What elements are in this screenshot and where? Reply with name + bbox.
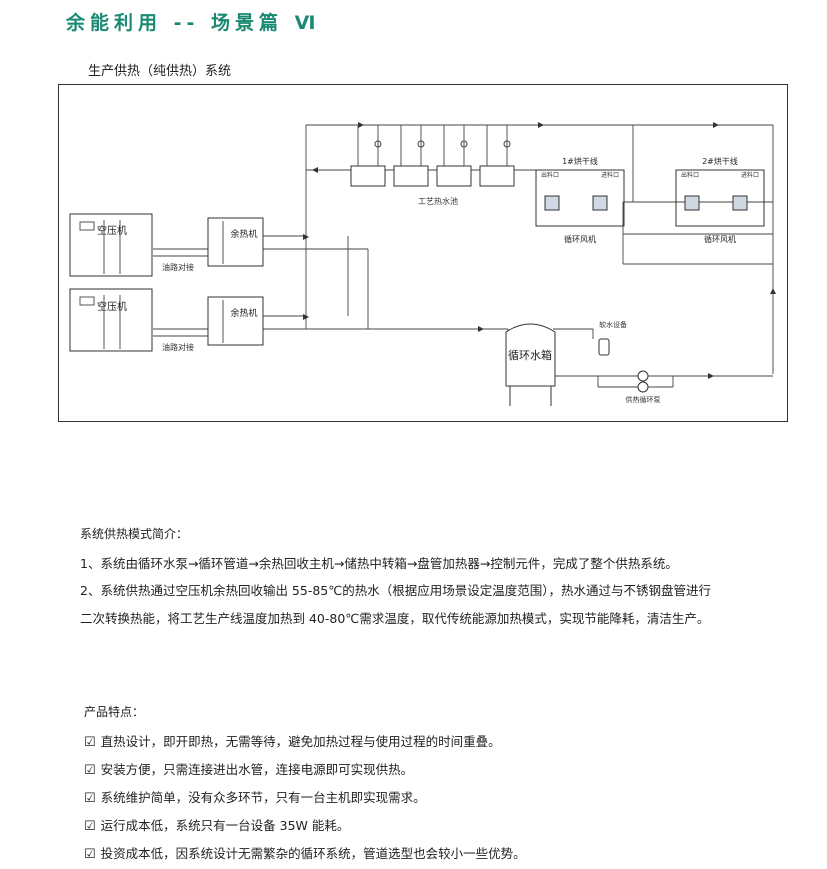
pipe-network: [153, 124, 774, 388]
intro-line-1: 1、系统由循环水泵→循环管道→余热回收主机→储热中转箱→盘管加热器→控制元件，完…: [80, 556, 678, 571]
dryer1-label: 1#烘干线: [562, 156, 598, 166]
checkbox-icon: ☑: [84, 763, 96, 778]
heating-system-diagram: 空压机 空压机 余热机 余热机 油路对接 油路对接 工艺热: [58, 84, 788, 422]
dryer2-fan-label: 循环风机: [704, 234, 736, 244]
oil-connection-label-2: 油路对接: [162, 342, 194, 352]
svg-text:空压机: 空压机: [97, 224, 127, 237]
feature-item-5: ☑投资成本低，因系统设计无需繁杂的循环系统，管道选型也会较小一些优势。: [84, 846, 526, 862]
feature-item-3: ☑系统维护简单，没有众多环节，只有一台主机即实现需求。: [84, 790, 426, 806]
intro-line-3: 二次转换热能，将工艺生产线温度加热到 40-80℃需求温度，取代传统能源加热模式…: [80, 611, 710, 626]
flow-arrows: [303, 122, 776, 379]
circulation-pumps: [637, 370, 649, 393]
dryer1-outlet-label: 出料口: [541, 171, 559, 179]
intro-heading: 系统供热模式简介：: [80, 527, 189, 541]
dryer-line-1: 1#烘干线 出料口 进料口 循环风机: [535, 156, 625, 244]
dryer-line-2: 2#烘干线 出料口 进料口 循环风机: [675, 156, 765, 244]
dryer1-fan-label: 循环风机: [564, 234, 596, 244]
svg-text:余热机: 余热机: [230, 307, 257, 319]
water-softener: 软水设备: [598, 320, 627, 356]
process-pool-label: 工艺热水池: [418, 196, 458, 206]
process-pools: [350, 165, 515, 187]
air-compressor-2: 空压机: [69, 288, 153, 352]
dryer2-label: 2#烘干线: [702, 156, 738, 166]
svg-text:空压机: 空压机: [97, 300, 127, 313]
page-title: 余能利用 -- 场景篇 Ⅵ: [66, 12, 321, 34]
dryer2-inlet-label: 进料口: [741, 171, 759, 179]
circulation-tank: 循环水箱: [505, 323, 556, 406]
features-heading: 产品特点：: [84, 705, 145, 719]
heat-recovery-label-2: 余热机: [230, 307, 257, 319]
diagram-frame: [58, 84, 788, 422]
pump-label: 供热循环泵: [626, 395, 661, 404]
intro-line-2: 2、系统供热通过空压机余热回收输出 55-85℃的热水（根据应用场景设定温度范围…: [80, 583, 712, 598]
heat-recovery-unit-1: 余热机: [207, 217, 264, 267]
checkbox-icon: ☑: [84, 847, 96, 862]
checkbox-icon: ☑: [84, 791, 96, 806]
pool-valves: [374, 140, 511, 148]
heat-recovery-unit-2: 余热机: [207, 296, 264, 346]
compressor-label-2: 空压机: [97, 300, 127, 313]
oil-connection-label-1: 油路对接: [162, 262, 194, 272]
compressor-label-1: 空压机: [97, 224, 127, 237]
heat-recovery-label-1: 余热机: [230, 228, 257, 240]
checkbox-icon: ☑: [84, 735, 96, 750]
diagram-subtitle: 生产供热（纯供热）系统: [88, 64, 232, 79]
dryer2-outlet-label: 出料口: [681, 171, 699, 179]
tank-label: 循环水箱: [508, 348, 552, 362]
feature-item-2: ☑安装方便，只需连接进出水管，连接电源即可实现供热。: [84, 762, 414, 778]
feature-item-4: ☑运行成本低，系统只有一台设备 35W 能耗。: [84, 818, 350, 834]
dryer1-inlet-label: 进料口: [601, 171, 619, 179]
checkbox-icon: ☑: [84, 819, 96, 834]
softener-label: 软水设备: [599, 320, 627, 329]
svg-text:余热机: 余热机: [230, 228, 257, 240]
feature-item-1: ☑直热设计，即开即热，无需等待，避免加热过程与使用过程的时间重叠。: [84, 734, 501, 750]
air-compressor-1: 空压机: [69, 213, 153, 277]
